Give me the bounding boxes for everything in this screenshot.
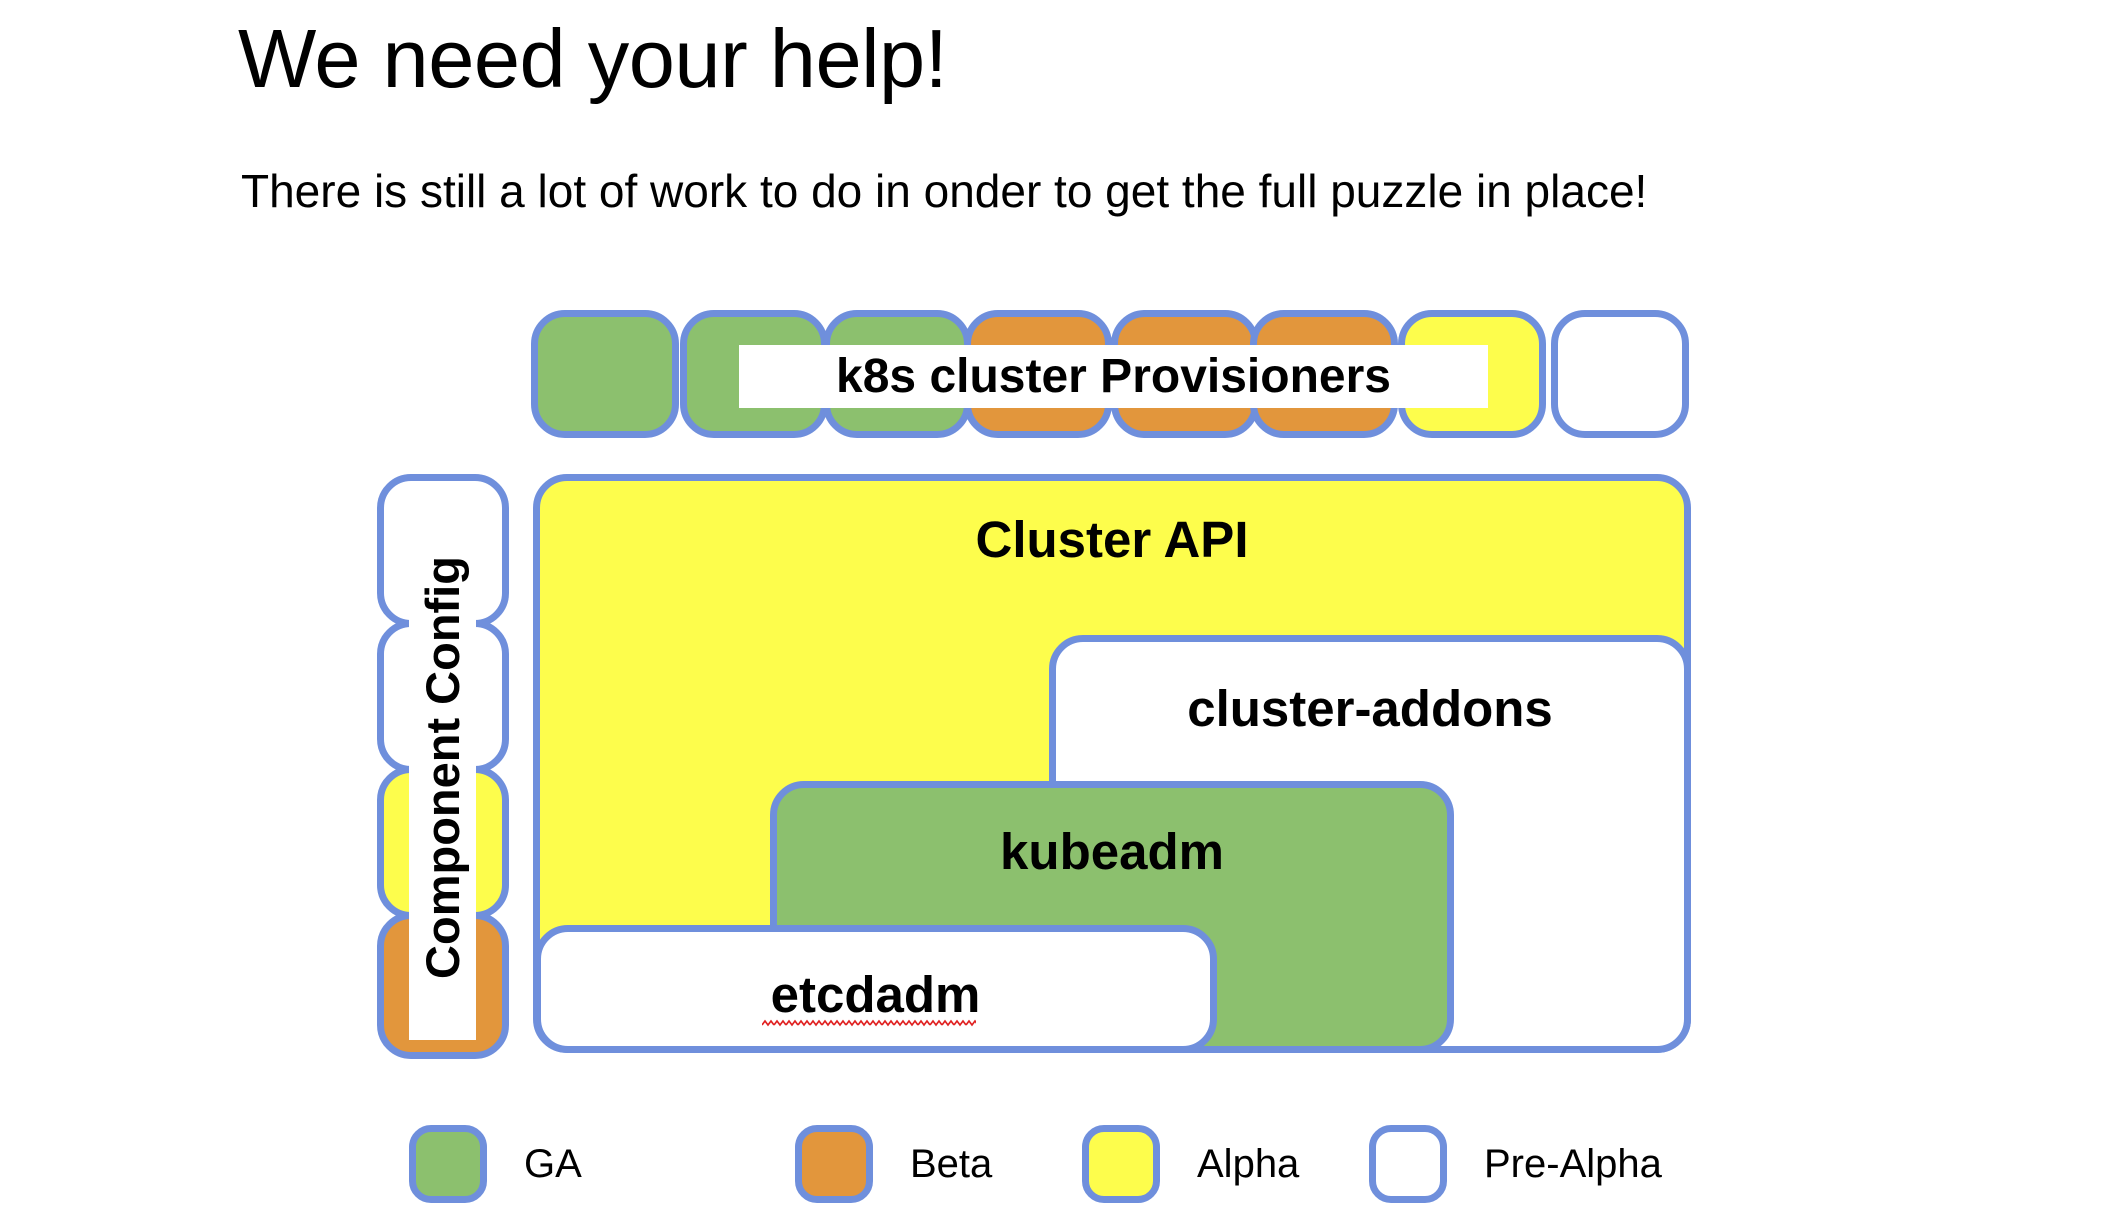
node-cluster-addons-label: cluster-addons: [1187, 680, 1553, 737]
page-title: We need your help!: [238, 12, 948, 105]
legend-item-alpha[interactable]: Alpha: [1082, 1125, 1299, 1203]
component-config-label: Component Config: [416, 555, 470, 979]
legend: GA Beta Alpha Pre-Alpha: [409, 1125, 1729, 1215]
node-cluster-api-label: Cluster API: [975, 511, 1249, 568]
spellcheck-squiggle-icon: [762, 1017, 976, 1029]
component-config-label-plate: Component Config: [409, 494, 476, 1040]
legend-label-alpha: Alpha: [1197, 1141, 1300, 1186]
legend-swatch-beta-icon: [795, 1125, 873, 1203]
legend-swatch-alpha-icon: [1082, 1125, 1160, 1203]
legend-label-ga: GA: [524, 1141, 582, 1186]
legend-label-prealpha: Pre-Alpha: [1484, 1141, 1662, 1186]
provisioner-box-8[interactable]: [1551, 310, 1689, 438]
provisioner-box-1[interactable]: [531, 310, 679, 438]
node-kubeadm-label: kubeadm: [1000, 823, 1224, 880]
legend-item-beta[interactable]: Beta: [795, 1125, 992, 1203]
node-etcdadm-label: etcdadm: [770, 966, 981, 1023]
legend-swatch-prealpha-icon: [1369, 1125, 1447, 1203]
legend-label-beta: Beta: [910, 1141, 993, 1186]
node-etcdadm[interactable]: [534, 925, 1217, 1053]
legend-item-prealpha[interactable]: Pre-Alpha: [1369, 1125, 1662, 1203]
legend-item-ga[interactable]: GA: [409, 1125, 582, 1203]
provisioners-label: k8s cluster Provisioners: [739, 345, 1488, 408]
legend-swatch-ga-icon: [409, 1125, 487, 1203]
page-subtitle: There is still a lot of work to do in on…: [241, 165, 1648, 217]
